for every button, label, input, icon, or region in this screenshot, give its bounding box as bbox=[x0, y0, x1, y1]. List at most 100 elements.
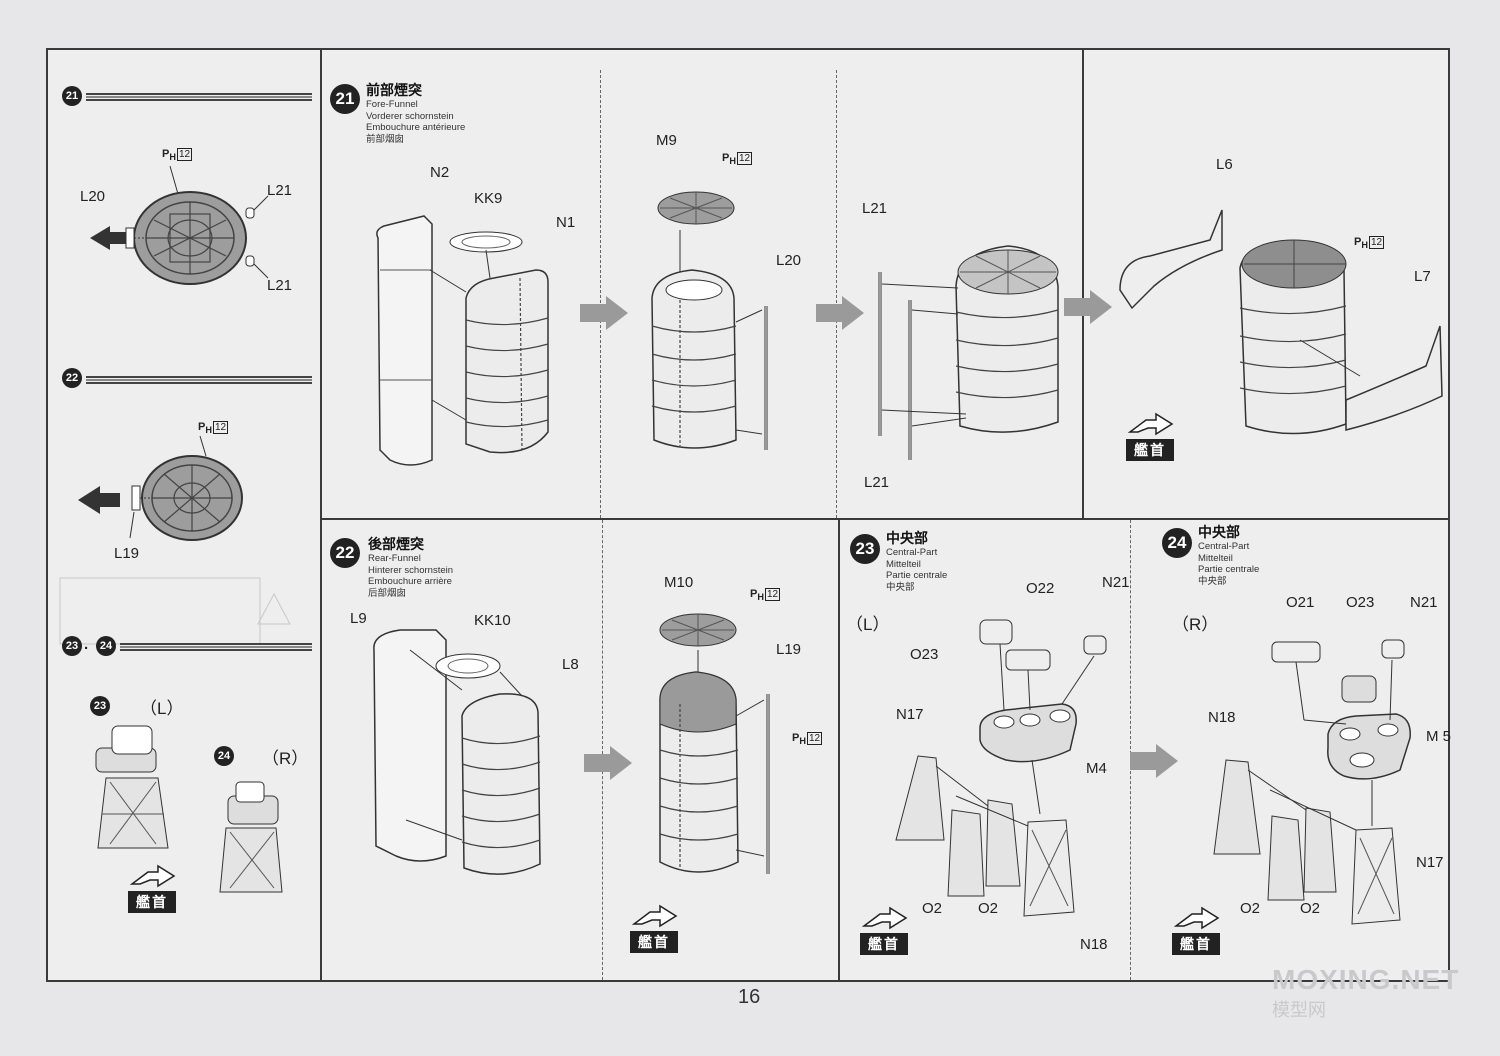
column-divider-2 bbox=[1082, 48, 1084, 518]
ph-num: 12 bbox=[806, 732, 823, 745]
bow-label: 艦首 bbox=[1126, 439, 1174, 461]
sidebar-badge-23: 23 bbox=[90, 696, 110, 716]
step23-label-o23: O23 bbox=[910, 646, 939, 663]
sidebar-side-r: （R） bbox=[262, 749, 309, 768]
ph-letter: P bbox=[750, 588, 758, 600]
sidebar-divider bbox=[320, 48, 322, 982]
step21-label-n1: N1 bbox=[556, 214, 576, 231]
step21-label-l7: L7 bbox=[1414, 268, 1431, 285]
bow-label: 艦首 bbox=[1172, 933, 1220, 955]
process-arrow-icon bbox=[580, 296, 628, 330]
step22-title-cn: 后部烟囱 bbox=[368, 587, 407, 599]
step21-label-m9: M9 bbox=[656, 132, 677, 149]
step22-label-l9: L9 bbox=[350, 610, 367, 627]
ph-num: 12 bbox=[176, 148, 193, 161]
ph-sub: H bbox=[169, 152, 176, 163]
step24-title-fr: Partie centrale bbox=[1198, 564, 1260, 575]
step22-label-l8: L8 bbox=[562, 656, 579, 673]
ph-num: 12 bbox=[736, 152, 753, 165]
sidebar-step2324-rule bbox=[120, 643, 312, 651]
sidebar-badge-24: 24 bbox=[214, 746, 234, 766]
step23-title-de: Mittelteil bbox=[886, 558, 921, 570]
dashed-divider bbox=[836, 70, 837, 518]
step24-label-o21: O21 bbox=[1286, 594, 1315, 611]
dashed-divider bbox=[602, 520, 603, 980]
row-divider bbox=[320, 518, 1450, 520]
step24-heading: 中央部 Central-Part Mittelteil Partie centr… bbox=[1198, 524, 1259, 587]
step23-label-o2-a: O2 bbox=[922, 900, 943, 917]
step24-title-en: Central-Part bbox=[1198, 541, 1250, 552]
step23-bow-mark: 艦首 bbox=[860, 906, 908, 955]
step23-label-n17: N17 bbox=[896, 706, 924, 723]
ph-letter: P bbox=[198, 421, 206, 433]
sidebar-step22-badge: 22 bbox=[62, 368, 82, 388]
sidebar-ghost-outline bbox=[59, 577, 291, 645]
step21-title-de: Vorderer schornstein bbox=[366, 110, 454, 122]
bow-arrow-icon bbox=[1127, 412, 1174, 436]
step22-heading: 後部煙突 Rear-Funnel Hinterer schornstein Em… bbox=[368, 536, 453, 599]
step22-bow-mark: 艦首 bbox=[630, 904, 678, 953]
bow-label: 艦首 bbox=[128, 891, 176, 913]
step23-side: （L） bbox=[846, 615, 890, 634]
process-arrow-icon bbox=[1064, 290, 1112, 324]
step21-bow-mark: 艦首 bbox=[1126, 412, 1174, 461]
step22-title-de: Hinterer schornstein bbox=[368, 564, 454, 576]
sidebar-label-l19: L19 bbox=[114, 545, 140, 562]
ph-letter: P bbox=[1354, 236, 1362, 248]
step21-funnel-cap bbox=[651, 191, 768, 450]
step24-side: （R） bbox=[1172, 615, 1219, 634]
process-arrow-icon bbox=[1130, 744, 1178, 778]
ph-letter: P bbox=[162, 148, 170, 160]
step24-label-n18: N18 bbox=[1208, 709, 1236, 726]
step22-badge: 22 bbox=[330, 538, 360, 568]
step22-funnel-halves bbox=[373, 629, 541, 875]
bow-arrow-icon bbox=[1173, 906, 1220, 930]
step23-heading: 中央部 Central-Part Mittelteil Partie centr… bbox=[886, 530, 947, 593]
watermark-brand: MOXING.NET bbox=[1272, 964, 1460, 995]
dashed-divider bbox=[1130, 520, 1131, 980]
step23-title-en: Central-Part bbox=[886, 547, 938, 558]
bow-arrow-icon bbox=[861, 906, 908, 930]
step23-badge: 23 bbox=[850, 534, 880, 564]
sidebar-step22-diagram bbox=[78, 435, 243, 541]
ph-sub: H bbox=[1361, 240, 1368, 251]
step22-label-kk10: KK10 bbox=[474, 612, 511, 629]
ph-num: 12 bbox=[1368, 236, 1385, 249]
bow-arrow-icon bbox=[129, 864, 176, 888]
step21-funnel-platforms bbox=[1119, 209, 1443, 435]
bow-arrow-icon bbox=[631, 904, 678, 928]
bow-label: 艦首 bbox=[630, 931, 678, 953]
step24-central-parts bbox=[1213, 639, 1411, 925]
ph-sub: H bbox=[205, 425, 212, 436]
column-divider bbox=[838, 518, 840, 982]
step24-label-o2-a: O2 bbox=[1240, 900, 1261, 917]
sidebar-side-l: （L） bbox=[140, 699, 184, 718]
step21-title-fr: Embouchure antérieure bbox=[366, 122, 466, 133]
sidebar-step-separator: . bbox=[84, 636, 89, 653]
step21-label-n2: N2 bbox=[430, 164, 450, 181]
sidebar-bow-mark: 艦首 bbox=[128, 864, 176, 913]
bow-label: 艦首 bbox=[860, 933, 908, 955]
ph-letter: P bbox=[722, 152, 730, 164]
step24-badge: 24 bbox=[1162, 528, 1192, 558]
step24-title-de: Mittelteil bbox=[1198, 552, 1233, 564]
watermark-sub: 模型网 bbox=[1272, 1000, 1326, 1020]
step21-title-en: Fore-Funnel bbox=[366, 99, 418, 110]
step23-title-fr: Partie centrale bbox=[886, 570, 948, 581]
sidebar-step21-diagram bbox=[90, 165, 269, 285]
ph-sub: H bbox=[799, 736, 806, 747]
step23-central-parts bbox=[895, 619, 1107, 917]
step21-label-l6: L6 bbox=[1216, 156, 1233, 173]
step23-label-n21: N21 bbox=[1102, 574, 1130, 591]
step21-label-l20: L20 bbox=[776, 252, 802, 269]
process-arrow-icon bbox=[816, 296, 864, 330]
instruction-frame bbox=[46, 48, 1450, 982]
ph-letter: P bbox=[792, 732, 800, 744]
step23-title-cn: 中央部 bbox=[886, 581, 915, 593]
step24-label-o23: O23 bbox=[1346, 594, 1375, 611]
